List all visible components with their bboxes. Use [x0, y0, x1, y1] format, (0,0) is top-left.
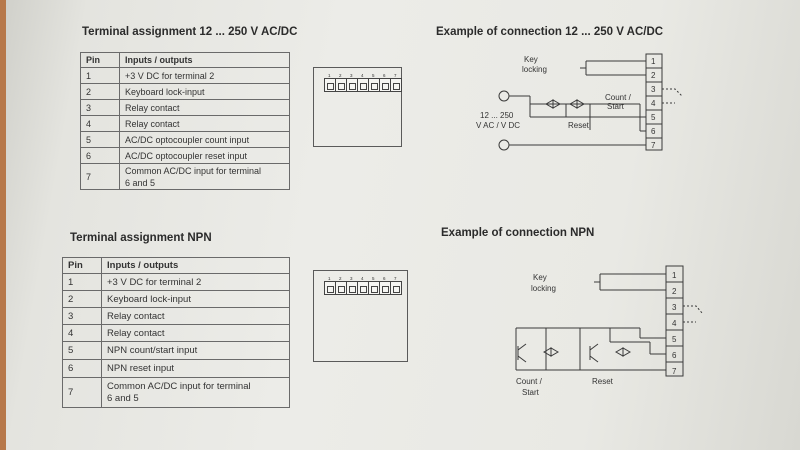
- section1-table: Pin Inputs / outputs 1+3 V DC for termin…: [80, 52, 290, 190]
- table-row-pin: 1: [62, 273, 102, 291]
- pin-number: 1: [672, 271, 677, 280]
- terminal-cell: 2: [336, 276, 347, 294]
- section1-terminal-block: 1 2 3 4 5 6 7: [313, 67, 402, 147]
- table-row-pin: 3: [80, 99, 120, 116]
- pin-number: 7: [672, 367, 677, 376]
- table-row-pin: 5: [62, 341, 102, 360]
- section1-title: Terminal assignment 12 ... 250 V AC/DC: [82, 26, 298, 38]
- table-row-desc-line1: Common AC/DC input for terminal: [107, 380, 251, 392]
- key-label: Key: [524, 55, 538, 64]
- table-row-pin: 7: [62, 377, 102, 408]
- count-label: Start: [607, 102, 625, 111]
- table-row-desc: AC/DC optocoupler reset input: [119, 147, 290, 164]
- key-label: Key: [533, 273, 547, 282]
- table-row-pin: 7: [80, 163, 120, 190]
- count-label: Start: [522, 388, 540, 397]
- diagram1-title: Example of connection 12 ... 250 V AC/DC: [436, 26, 664, 38]
- terminal-cell: 1: [325, 73, 336, 91]
- section2-terminal-block: 1 2 3 4 5 6 7: [313, 270, 408, 362]
- pin-number: 2: [672, 287, 677, 296]
- voltage-label: 12 ... 250: [480, 111, 514, 120]
- voltage-label: V AC / V DC: [476, 121, 520, 130]
- diagram1-wiring: 1 2 3 4 5 6 7 Key locking Count / Start …: [476, 53, 683, 151]
- table-row-desc: Relay contact: [119, 115, 290, 132]
- table-row-pin: 3: [62, 307, 102, 325]
- terminal-cell: 2: [336, 73, 347, 91]
- table-row-desc: Relay contact: [101, 324, 290, 342]
- table-row-desc: NPN count/start input: [101, 341, 290, 360]
- pin-number: 2: [651, 71, 656, 80]
- diagram2-title: Example of connection NPN: [441, 227, 595, 239]
- table-row-desc: Relay contact: [119, 99, 290, 116]
- table-row-desc: +3 V DC for terminal 2: [119, 67, 290, 84]
- section1-header-pin: Pin: [80, 52, 120, 68]
- terminal-cell: 3: [347, 276, 358, 294]
- table-row-pin: 6: [80, 147, 120, 164]
- count-label: Count /: [516, 377, 543, 386]
- pin-number: 5: [651, 113, 656, 122]
- reset-label: Reset: [592, 377, 614, 386]
- table-row-desc-line2: 6 and 5: [125, 177, 156, 188]
- table-row-desc: AC/DC optocoupler count input: [119, 131, 290, 148]
- key-label: locking: [531, 284, 556, 293]
- terminal-cell: 1: [325, 276, 336, 294]
- pin-number: 5: [672, 335, 677, 344]
- table-row-pin: 4: [62, 324, 102, 342]
- pin-number: 4: [651, 99, 656, 108]
- diagram2-wiring: 1 2 3 4 5 6 7 Key locking Count / Start …: [515, 265, 704, 397]
- count-label: Count /: [605, 93, 632, 102]
- table-row-pin: 1: [80, 67, 120, 84]
- terminal-cell: 5: [369, 73, 380, 91]
- key-label: locking: [522, 65, 547, 74]
- table-row-desc-line1: Common AC/DC input for terminal: [125, 165, 262, 176]
- pin-number: 6: [651, 127, 656, 136]
- table-row-pin: 2: [80, 83, 120, 100]
- pin-number: 7: [651, 141, 656, 150]
- terminal-cell: 3: [347, 73, 358, 91]
- table-row-desc: +3 V DC for terminal 2: [101, 273, 290, 291]
- section2-header-io: Inputs / outputs: [101, 257, 290, 274]
- table-row-pin: 6: [62, 359, 102, 378]
- terminal-cell: 6: [380, 73, 391, 91]
- pin-number: 1: [651, 57, 656, 66]
- terminal-cell: 7: [391, 73, 401, 91]
- table-row-desc: Keyboard lock-input: [119, 83, 290, 100]
- terminal-cell: 6: [380, 276, 391, 294]
- table-row-desc-line2: 6 and 5: [107, 392, 139, 404]
- section2-terminal-strip: 1 2 3 4 5 6 7: [324, 276, 402, 295]
- table-row-pin: 5: [80, 131, 120, 148]
- section2-header-pin: Pin: [62, 257, 102, 274]
- terminal-cell: 5: [369, 276, 380, 294]
- terminal-cell: 4: [358, 276, 369, 294]
- pin-number: 3: [672, 303, 677, 312]
- pin-number: 4: [672, 319, 677, 328]
- pin-number: 3: [651, 85, 656, 94]
- table-row-pin: 4: [80, 115, 120, 132]
- reset-label: Reset: [568, 121, 590, 130]
- section2-title: Terminal assignment NPN: [70, 232, 212, 244]
- terminal-cell: 4: [358, 73, 369, 91]
- table-row-desc: Keyboard lock-input: [101, 290, 290, 308]
- table-row-pin: 2: [62, 290, 102, 308]
- table-row-desc: Relay contact: [101, 307, 290, 325]
- page-edge: [0, 0, 6, 450]
- table-row-desc: NPN reset input: [101, 359, 290, 378]
- pin-number: 6: [672, 351, 677, 360]
- section1-header-io: Inputs / outputs: [119, 52, 290, 68]
- section2-table: Pin Inputs / outputs 1+3 V DC for termin…: [62, 257, 290, 408]
- section1-terminal-strip: 1 2 3 4 5 6 7: [324, 73, 402, 92]
- terminal-cell: 7: [391, 276, 401, 294]
